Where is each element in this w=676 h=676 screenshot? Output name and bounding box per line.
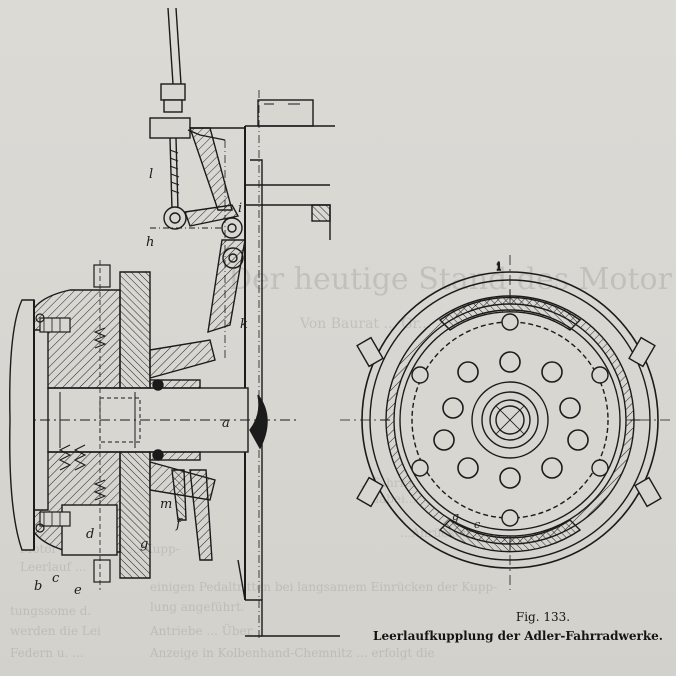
sectional-view [9,7,340,640]
bleed-line-9: Anzeige in Kolbenhand-Chemnitz ... erfol… [150,646,435,660]
label-k: k [240,317,248,332]
bleed-heading: Der heutige Stand des Motor [228,262,672,297]
bleed-byline: Von Baurat ... Gr... [300,316,431,332]
svg-text:i: i [497,260,501,273]
bleed-line-11: werden die Lei [10,624,101,638]
label-c: c [52,571,60,586]
label-l: l [149,167,153,182]
bleed-line-10: tungssome d. [10,604,92,618]
part-labels: l h i k a m f g d b c e [34,167,248,598]
bleed-line-12: Federn u. ... [10,646,84,660]
label-m: m [160,497,172,512]
label-i: i [238,201,242,216]
bleed-line-7: lung angeführt. [150,600,245,614]
label-b: b [34,579,42,594]
figure-caption: Leerlaufkupplung der Adler-Fahrradwerke. [373,629,663,643]
label-h: h [146,235,154,250]
bleed-line-6: einigen Pedaltritten bei langsamem Einrü… [150,580,498,594]
label-g: g [140,537,148,552]
label-f: f [175,517,183,532]
label-d: d [86,527,94,542]
label-e: e [74,583,82,598]
label-a: a [222,416,230,431]
front-view: i [340,255,672,590]
bleed-line-5: Leerlauf ... [20,560,87,574]
bleed-line-8: Antriebe ... Über [150,624,253,638]
label-front-g: g [452,510,459,523]
figure-number: Fig. 133. [515,610,571,624]
label-front-c: c [474,518,480,531]
